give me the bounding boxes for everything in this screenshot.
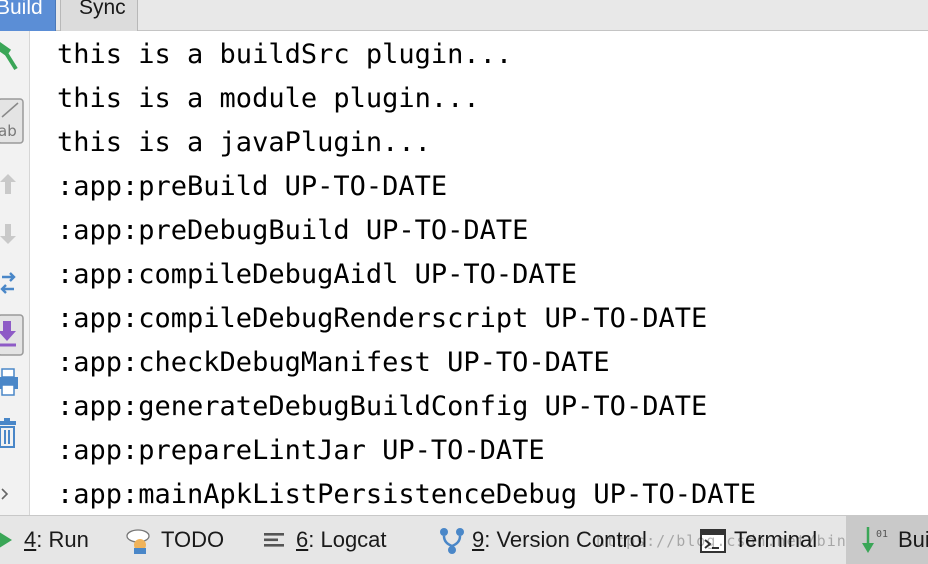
logcat-label: : Logcat [308,527,387,552]
scroll-to-end-icon[interactable] [0,313,26,356]
build-icon: 01 10 [862,527,892,553]
print-icon[interactable] [0,367,26,401]
logcat-tool-button[interactable]: 6: Logcat [262,516,412,564]
console-line: this is a buildSrc plugin... [57,39,513,70]
tab-sync-label: Sync [79,0,126,19]
terminal-label: Terminal [734,527,818,552]
console-line: :app:mainApkListPersistenceDebug UP-TO-D… [57,479,756,510]
build-icon-digits: 01 10 [876,529,892,540]
tool-window-bar: 4: Run TODO 6: Logcat 9: Version Control [0,515,928,564]
arrow-down-icon[interactable] [0,218,26,252]
build-console-output[interactable]: this is a buildSrc plugin... this is a m… [30,31,928,515]
todo-label: TODO [161,527,225,552]
run-tool-button[interactable]: 4: Run [0,516,100,564]
trash-icon[interactable] [0,415,26,449]
todo-icon [126,529,150,554]
vcs-mnemonic: 9 [472,527,485,552]
terminal-icon [700,529,726,553]
console-line: :app:preBuild UP-TO-DATE [57,171,448,202]
run-mnemonic: 4 [24,527,37,552]
build-label: Bui [898,527,928,552]
console-side-toolbar: ab [0,31,30,515]
logcat-mnemonic: 6 [296,527,309,552]
tab-build-label: Build [0,0,43,19]
tab-sync[interactable]: Sync [60,0,138,31]
logcat-icon [264,533,284,547]
console-line: :app:compileDebugRenderscript UP-TO-DATE [57,303,708,334]
tab-build[interactable]: Build [0,0,56,31]
watermark: https://blog.csdn.net/bin [596,532,847,550]
soft-wrap-icon[interactable]: ab [0,97,26,144]
console-line: :app:prepareLintJar UP-TO-DATE [57,435,545,466]
vcs-label: : Version Control [484,527,647,552]
tool-window-tab-bar: Build Sync [0,0,928,31]
version-control-tool-button[interactable]: 9: Version Control [436,516,666,564]
build-tool-button[interactable]: 01 10 Bui [846,516,928,564]
hammer-icon[interactable] [0,41,26,75]
version-control-icon [440,528,464,554]
soft-wrap-label: ab [0,122,17,140]
run-icon [0,532,12,548]
console-line: :app:generateDebugBuildConfig UP-TO-DATE [57,391,708,422]
console-line: this is a javaPlugin... [57,127,431,158]
console-line: :app:compileDebugAidl UP-TO-DATE [57,259,578,290]
console-line: this is a module plugin... [57,83,480,114]
todo-tool-button[interactable]: TODO [124,516,236,564]
toggle-view-icon[interactable] [0,267,26,301]
expand-icon[interactable] [0,479,26,513]
console-line: :app:checkDebugManifest UP-TO-DATE [57,347,610,378]
console-line: :app:preDebugBuild UP-TO-DATE [57,215,529,246]
arrow-up-icon[interactable] [0,168,26,202]
terminal-tool-button[interactable]: Terminal [700,516,836,564]
run-label: : Run [36,527,89,552]
